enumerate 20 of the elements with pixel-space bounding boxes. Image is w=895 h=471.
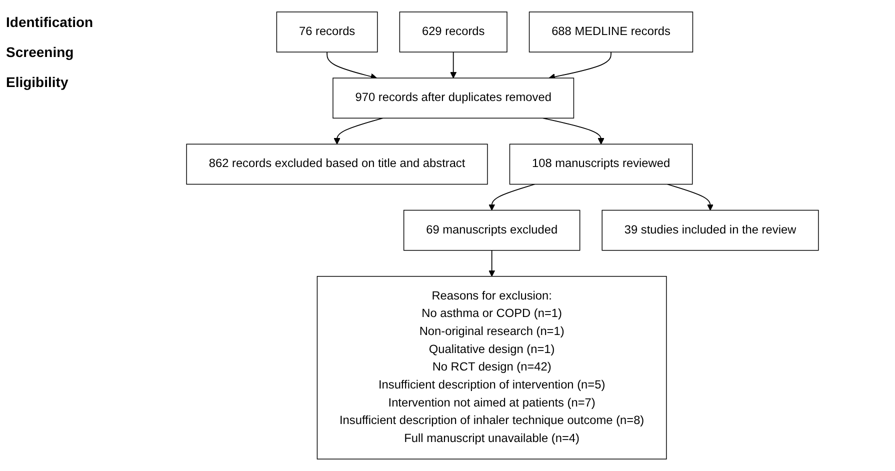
node-box: 69 manuscripts excluded [403, 210, 580, 251]
node-box: 76 records [276, 12, 378, 52]
arrow [542, 118, 604, 144]
arrow [488, 250, 496, 277]
arrow [488, 184, 536, 211]
node-box: 688 MEDLINE records [528, 12, 694, 52]
stage-heading: Eligibility [6, 74, 70, 90]
stage-heading: Screening [6, 44, 75, 60]
stage-heading: Identification [6, 14, 94, 30]
node-box: 862 records excluded based on title and abstract [186, 144, 488, 185]
arrow [666, 184, 714, 211]
arrow [548, 52, 612, 80]
node-box: 970 records after duplicates removed [332, 78, 574, 119]
node-box: 108 manuscripts reviewed [509, 144, 693, 185]
arrow [334, 118, 384, 144]
node-box: 629 records [399, 12, 508, 52]
arrow [450, 52, 457, 78]
node-box: 39 studies included in the review [602, 210, 819, 251]
node-box: Reasons for exclusion: No asthma or COPD (n=1) Non-original research (n=1) Qualitative design (n=1) No RCT design (n=42) Insufficient description of intervention (n=5) Intervention not aimed at patients (n=7) Insufficient description of inhaler technique outcome (n=8) Full manuscript unavailable (n=4) [316, 276, 667, 460]
arrow [326, 52, 378, 80]
